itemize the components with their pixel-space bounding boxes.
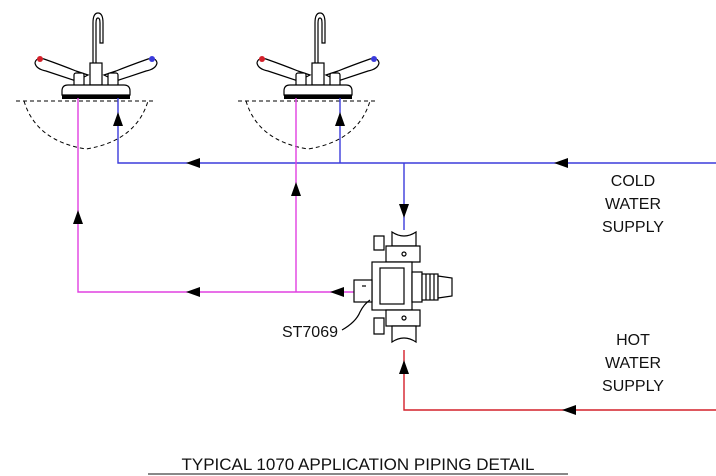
cold-water-supply-label: COLD WATER SUPPLY [602,173,664,236]
basin-outline [15,100,157,150]
hot-water-supply-label: HOT WATER SUPPLY [602,332,664,395]
cold-label-line-2: WATER [605,196,661,213]
valve-leader-line [341,299,371,331]
tempered-water-piping [77,98,355,293]
basin-outline [237,100,379,150]
valve-label: ST7069 [282,324,338,341]
hot-label-line-3: SUPPLY [602,378,664,395]
hot-handle-indicator [37,56,43,62]
cold-handle-indicator [371,56,377,62]
hot-handle-indicator [259,56,265,62]
mixing-valve-icon [353,230,453,344]
lavatory-faucet-icon [34,12,158,100]
hot-label-line-2: WATER [605,355,661,372]
cold-label-line-1: COLD [611,173,655,190]
diagram-caption: TYPICAL 1070 APPLICATION PIPING DETAIL [181,455,534,474]
flow-arrow-icon [73,112,576,415]
cold-label-line-3: SUPPLY [602,219,664,236]
hot-label-line-1: HOT [616,332,650,349]
lavatory-fixture-right [237,12,380,150]
lavatory-fixture-left [15,12,158,150]
hot-water-piping [403,350,716,411]
lavatory-faucet-icon [256,12,380,100]
cold-handle-indicator [149,56,155,62]
